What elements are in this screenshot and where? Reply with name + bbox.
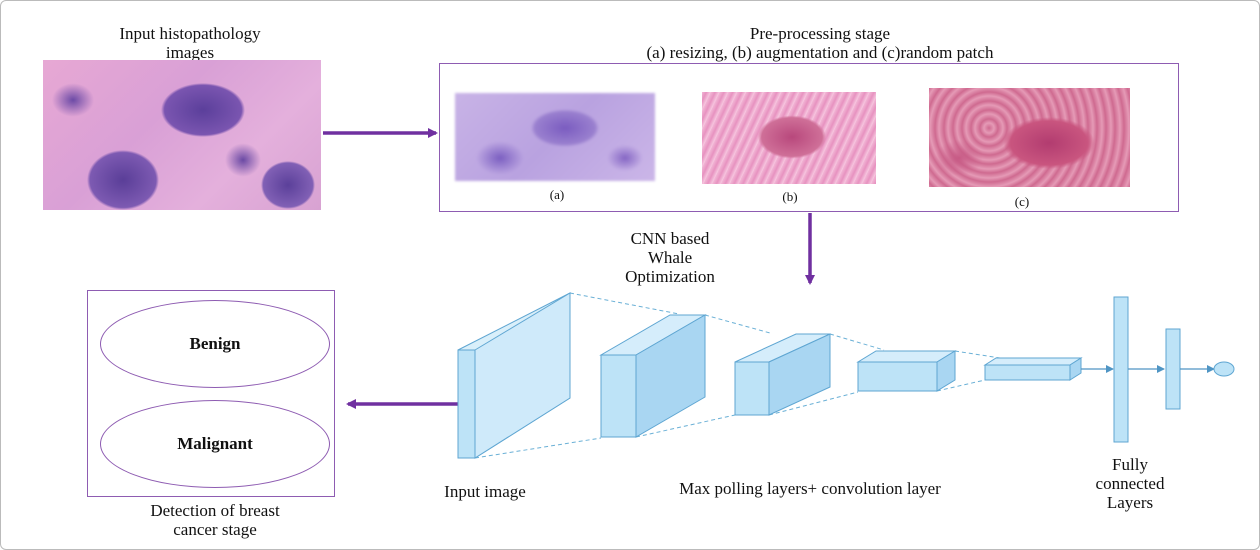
input-image-label: Input image: [444, 482, 526, 501]
augmented-image-b: [702, 92, 876, 184]
malignant-class: Malignant: [100, 400, 330, 488]
output-classes-box: [87, 290, 335, 497]
fc-layer-1: [1113, 296, 1129, 443]
preprocess-title: Pre-processing stage (a) resizing, (b) a…: [646, 24, 994, 62]
caption-b: (b): [782, 189, 798, 204]
fc-layer-2: [1165, 328, 1181, 410]
resized-image-a: [455, 93, 655, 181]
cnn-whale-label: CNN based Whale Optimization: [625, 229, 715, 286]
detection-caption: Detection of breast cancer stage: [150, 501, 280, 539]
preprocess-box: [439, 63, 1179, 212]
random-patch-image-c: [929, 88, 1130, 187]
input-image-layer: [457, 292, 571, 459]
conv-layer-3: [856, 350, 957, 392]
input-images-title: Input histopathology images: [119, 24, 261, 62]
output-node: [1213, 361, 1235, 377]
caption-a: (a): [549, 187, 565, 202]
input-histopathology-image: [43, 60, 321, 210]
conv-layer-2: [734, 333, 831, 416]
caption-c: (c): [1014, 194, 1030, 209]
fully-connected-label: Fully connected Layers: [1095, 455, 1165, 512]
projection-lines: [474, 292, 1001, 459]
conv-layer-4: [983, 357, 1083, 381]
benign-class: Benign: [100, 300, 330, 388]
conv-layer-1: [599, 314, 707, 438]
max-pooling-label: Max polling layers+ convolution layer: [679, 479, 941, 498]
